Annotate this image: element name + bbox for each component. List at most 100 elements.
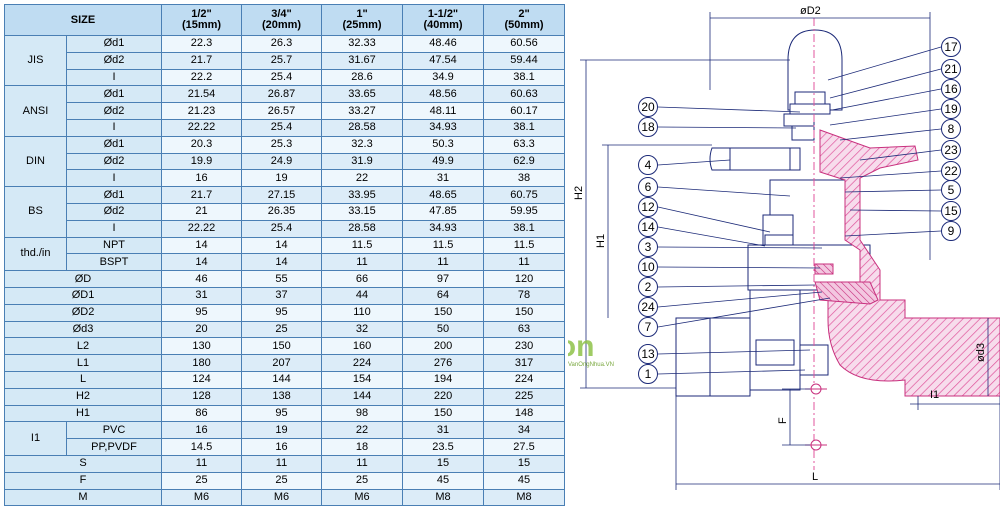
table-cell: 120 bbox=[483, 270, 566, 288]
table-cell: 34.93 bbox=[402, 118, 485, 137]
callout-number: 2 bbox=[645, 280, 652, 294]
table-cell: 138 bbox=[241, 387, 323, 406]
table-cell: 38.1 bbox=[483, 118, 566, 137]
table-cell: 11 bbox=[241, 454, 323, 473]
dim-l1-label: I1 bbox=[930, 389, 939, 401]
callout-number: 3 bbox=[645, 240, 652, 254]
table-cell: 11 bbox=[321, 253, 404, 272]
size-mm-label: (50mm) bbox=[504, 19, 544, 31]
callout-number: 20 bbox=[641, 100, 655, 114]
callout-bubble bbox=[941, 221, 961, 241]
table-cell: 38 bbox=[483, 169, 566, 188]
table-cell: 31 bbox=[402, 421, 485, 440]
table-cell: 150 bbox=[483, 303, 566, 322]
table-cell: 16 bbox=[241, 438, 323, 456]
size-mm-label: (25mm) bbox=[342, 19, 382, 31]
table-cell: 25.7 bbox=[241, 51, 323, 70]
table-cell: 19 bbox=[241, 169, 323, 188]
dimension-row-label: ØD2 bbox=[3, 303, 163, 322]
table-cell: 48.56 bbox=[402, 85, 485, 104]
callout-bubble bbox=[638, 277, 658, 297]
table-cell: 28.6 bbox=[321, 68, 404, 87]
table-cell: 95 bbox=[161, 303, 243, 322]
callout-leader bbox=[844, 189, 942, 193]
callout-number: 4 bbox=[645, 158, 652, 172]
callout-number: 17 bbox=[944, 40, 958, 54]
table-cell: 276 bbox=[402, 354, 485, 372]
table-cell: 27.15 bbox=[241, 186, 323, 204]
table-cell: 46 bbox=[161, 270, 243, 288]
table-cell: 97 bbox=[402, 270, 485, 288]
table-cell: 48.11 bbox=[402, 102, 485, 120]
table-cell: 25.3 bbox=[241, 135, 323, 154]
row-sub-label: Ød2 bbox=[65, 202, 163, 221]
size-inch-label: 3/4" bbox=[271, 8, 292, 20]
table-cell: 22 bbox=[321, 421, 404, 440]
table-cell: 180 bbox=[161, 354, 243, 372]
dimension-row-label: M bbox=[3, 488, 163, 506]
table-cell: 20 bbox=[161, 320, 243, 339]
dimension-lines bbox=[580, 12, 1000, 490]
table-cell: 14 bbox=[241, 236, 323, 255]
callout-leader bbox=[657, 297, 831, 328]
callout-number: 7 bbox=[645, 320, 652, 334]
table-cell: 78 bbox=[483, 286, 566, 305]
table-cell: 27.5 bbox=[483, 438, 566, 456]
table-cell: 150 bbox=[241, 337, 323, 356]
callout-bubble bbox=[638, 297, 658, 317]
table-cell: 14 bbox=[161, 253, 243, 272]
dimension-row-label: F bbox=[3, 471, 163, 490]
callout-number: 6 bbox=[645, 180, 652, 194]
table-cell: 22.22 bbox=[161, 219, 243, 238]
table-cell: 160 bbox=[321, 337, 404, 356]
callout-bubble bbox=[941, 37, 961, 57]
dim-h1-label: H1 bbox=[595, 234, 607, 248]
table-cell: 32 bbox=[321, 320, 404, 339]
table-cell: 63.3 bbox=[483, 135, 566, 154]
size-column-header: 1"(25mm) bbox=[321, 4, 404, 36]
table-cell: 44 bbox=[321, 286, 404, 305]
callout-bubble bbox=[638, 237, 658, 257]
table-cell: 11.5 bbox=[483, 236, 566, 255]
callout-number: 24 bbox=[641, 300, 655, 314]
table-cell: 26.35 bbox=[241, 202, 323, 221]
table-cell: M6 bbox=[241, 488, 323, 506]
table-cell: 59.95 bbox=[483, 202, 566, 221]
dim-h2-label: H2 bbox=[573, 186, 585, 200]
table-cell: 154 bbox=[321, 370, 404, 389]
row-sub-label: I bbox=[65, 169, 163, 188]
callout-bubble bbox=[941, 201, 961, 221]
table-cell: 19.9 bbox=[161, 152, 243, 171]
table-cell: 34.93 bbox=[402, 219, 485, 238]
table-cell: 26.57 bbox=[241, 102, 323, 120]
callout-leader bbox=[839, 128, 942, 141]
table-cell: 22.2 bbox=[161, 68, 243, 87]
callout-number: 15 bbox=[944, 204, 958, 218]
row-sub-label: Ød1 bbox=[65, 35, 163, 53]
table-cell: 21.7 bbox=[161, 186, 243, 204]
valve-technical-drawing: øD2 H2 H1 ød3 I1 F L 2018461214310224713… bbox=[568, 5, 1000, 490]
callout-leader bbox=[657, 226, 766, 247]
table-cell: 124 bbox=[161, 370, 243, 389]
table-cell: M8 bbox=[402, 488, 485, 506]
table-cell: 11 bbox=[321, 454, 404, 473]
dimension-row-label: ØD1 bbox=[3, 286, 163, 305]
row-sub-label: Ød2 bbox=[65, 51, 163, 70]
table-cell: 11 bbox=[161, 454, 243, 473]
dimension-row-label: L1 bbox=[3, 354, 163, 372]
callout-leader bbox=[849, 209, 942, 212]
size-mm-label: (40mm) bbox=[423, 19, 463, 31]
table-cell: 14.5 bbox=[161, 438, 243, 456]
callout-number: 21 bbox=[944, 62, 958, 76]
